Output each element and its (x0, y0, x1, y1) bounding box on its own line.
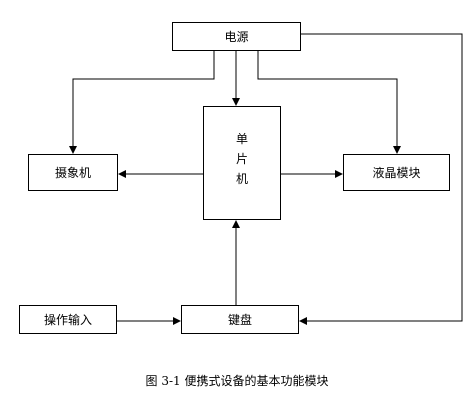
power-label: 电源 (224, 30, 249, 44)
arrow-power-to-camera (69, 51, 215, 154)
keyboard-label: 键盘 (227, 313, 252, 327)
lcd-label: 液晶模块 (372, 166, 421, 180)
mcu-label-char-3: 机 (235, 172, 248, 186)
arrow-power-to-keyboard (299, 33, 463, 325)
figure-caption: 图 3-1 便携式设备的基本功能模块 (145, 374, 329, 388)
mcu-block: 单 片 机 (203, 106, 281, 220)
keyboard-block: 键盘 (181, 305, 299, 334)
camera-label: 摄象机 (54, 166, 91, 180)
input-label: 操作输入 (43, 313, 92, 327)
input-block: 操作输入 (19, 305, 117, 334)
lcd-block: 液晶模块 (343, 154, 450, 191)
mcu-label-char-2: 片 (235, 152, 248, 166)
camera-block: 摄象机 (28, 154, 118, 191)
arrow-power-to-lcd (257, 51, 401, 154)
power-block: 电源 (172, 22, 301, 51)
mcu-label-char-1: 单 (235, 132, 248, 146)
